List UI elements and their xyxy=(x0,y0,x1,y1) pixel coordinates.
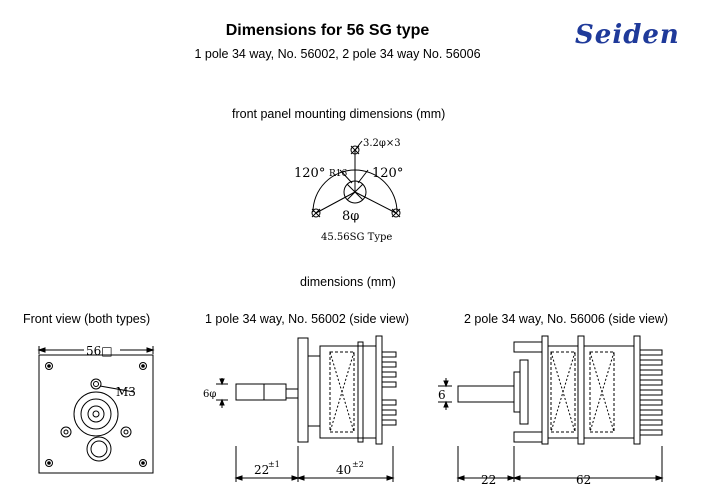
side2-shaft-len-text: 22 xyxy=(481,473,496,487)
page-title: Dimensions for 56 SG type xyxy=(225,22,430,39)
mount-hole-left xyxy=(311,208,321,218)
front-plate xyxy=(38,354,154,474)
hole-spec-text: 3.2φ×3 xyxy=(363,138,401,149)
side1-shaft-len-text: 22 xyxy=(254,463,269,477)
mount-hole-right xyxy=(391,208,401,218)
mount-hole-top xyxy=(350,145,360,155)
side1-shaft xyxy=(235,383,287,401)
side2-shaft xyxy=(457,385,515,403)
mount-center-hole xyxy=(343,180,367,204)
side-view-1pole-drawing xyxy=(216,335,397,482)
side1-shaft-dia-text: 6φ xyxy=(203,389,216,400)
angle-right-text: 120° xyxy=(372,166,403,181)
front-width-text: 56□ xyxy=(86,344,113,358)
angle-left-text: 120° xyxy=(294,166,325,181)
thread-text: M3 xyxy=(116,385,136,399)
front-view-label: Front view (both types) xyxy=(23,312,151,326)
radius-text: R16 xyxy=(329,169,348,179)
front-bushing xyxy=(73,391,119,437)
side-view-2pole-drawing xyxy=(438,335,664,482)
side-view-1pole-label: 1 pole 34 way, No. 56002 (side view) xyxy=(205,312,410,326)
mounting-spoke-right xyxy=(354,191,397,214)
center-dia-text: 8φ xyxy=(342,209,359,224)
front-view-drawing xyxy=(37,346,155,474)
brand-logo: Seiden xyxy=(575,20,680,50)
dimensions-section-label: dimensions (mm) xyxy=(300,275,396,289)
mounting-section-label: front panel mounting dimensions (mm) xyxy=(232,107,446,121)
mounting-diagram xyxy=(311,140,401,218)
side1-body-len-text: 40 xyxy=(336,463,351,477)
side1-shaft-tol-text: ±1 xyxy=(268,460,280,469)
page-subtitle: 1 pole 34 way, No. 56002, 2 pole 34 way … xyxy=(194,47,481,61)
side1-body-tol-text: ±2 xyxy=(352,460,364,469)
side2-shaft-dia-text: 6 xyxy=(438,388,446,402)
mounting-spoke-left xyxy=(315,191,356,214)
type-caption-text: 45.56SG Type xyxy=(321,232,392,243)
side2-body-len-text: 62 xyxy=(576,473,591,487)
side-view-2pole-label: 2 pole 34 way, No. 56006 (side view) xyxy=(464,312,669,326)
